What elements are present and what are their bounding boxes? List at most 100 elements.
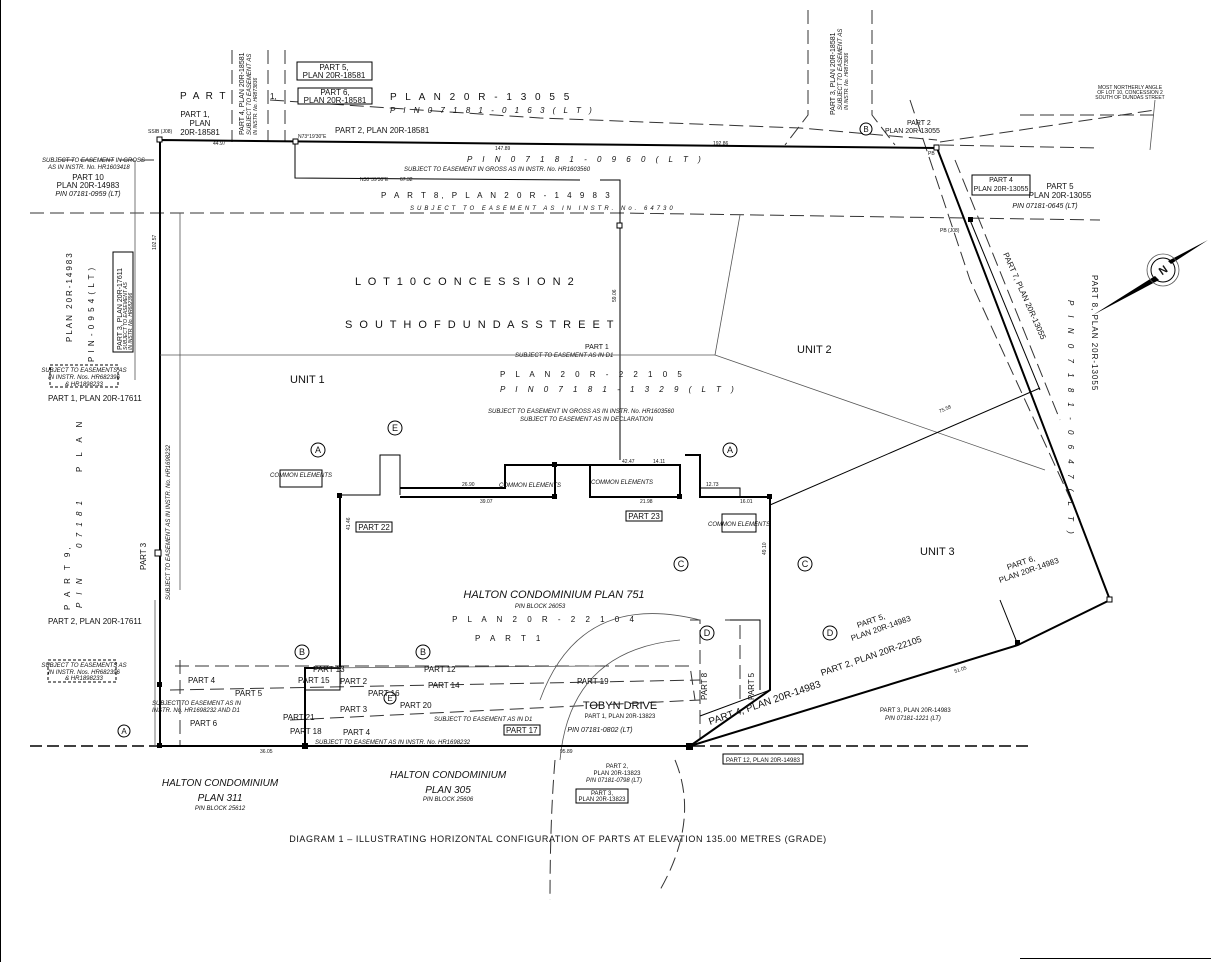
svg-text:PART 4: PART 4 xyxy=(188,676,216,685)
svg-text:SUBJECT TO EASEMENT AS I: SUBJECT TO EASEMENT AS IN INSTR. No. 647… xyxy=(410,206,676,212)
svg-text:PIN BLOCK 26053: PIN BLOCK 26053 xyxy=(515,604,566,610)
svg-text:PLAN 20R-13055: PLAN 20R-13055 xyxy=(885,128,940,135)
svg-text:PIN 07181-0959 (LT): PIN 07181-0959 (LT) xyxy=(55,191,120,198)
svg-text:PART 22: PART 22 xyxy=(358,523,390,532)
svg-text:PART 3, PLAN 20R-17611: PART 3, PLAN 20R-17611 xyxy=(117,268,124,350)
svg-text:39.07: 39.07 xyxy=(480,499,493,505)
svg-text:P I N: P I N xyxy=(75,576,84,608)
svg-text:12.73: 12.73 xyxy=(706,482,719,488)
svg-text:MOST NORTHERLY ANGLE: MOST NORTHERLY ANGLE xyxy=(1098,85,1163,91)
svg-text:INSTR. No. HR1698232 AND D1: INSTR. No. HR1698232 AND D1 xyxy=(152,708,240,714)
svg-text:PART 10: PART 10 xyxy=(72,173,104,182)
section-marker-d: D xyxy=(822,625,838,641)
svg-text:PART 13: PART 13 xyxy=(313,665,345,674)
svg-text:A: A xyxy=(727,445,733,455)
svg-text:SUBJECT TO EASEMENT AS: SUBJECT TO EASEMENT AS xyxy=(838,29,844,110)
section-marker-b: B xyxy=(294,644,310,660)
svg-text:S O U T H O F D: S O U T H O F D U N D A S S T R E E T xyxy=(345,319,615,331)
svg-text:PART 19: PART 19 xyxy=(577,677,609,686)
svg-text:PB (J08): PB (J08) xyxy=(940,228,960,234)
svg-text:COMMON ELEMENTS: COMMON ELEMENTS xyxy=(591,480,653,486)
svg-text:PART 5: PART 5 xyxy=(747,672,756,700)
svg-text:D: D xyxy=(704,628,711,638)
section-marker-c: C xyxy=(673,556,689,572)
svg-text:PART 7, PLAN 20R-13055: PART 7, PLAN 20R-13055 xyxy=(1001,251,1048,341)
svg-text:PIN BLOCK 25612: PIN BLOCK 25612 xyxy=(195,806,246,812)
svg-text:PART 3: PART 3 xyxy=(139,542,148,570)
svg-text:COMMON ELEMENTS: COMMON ELEMENTS xyxy=(270,473,332,479)
svg-text:PLAN 20R-13055: PLAN 20R-13055 xyxy=(974,186,1029,193)
svg-text:PART 21: PART 21 xyxy=(283,713,315,722)
plan-labels: P A R T PART 1, PLAN 20R-18581 PART 4, P… xyxy=(41,29,1164,844)
svg-text:PART 4: PART 4 xyxy=(343,728,371,737)
svg-text:PART 1: PART 1 xyxy=(585,344,609,351)
svg-text:PART 15: PART 15 xyxy=(298,676,330,685)
svg-text:PART 4, PLAN 20R-14983: PART 4, PLAN 20R-14983 xyxy=(707,679,822,728)
svg-text:E: E xyxy=(392,423,398,433)
svg-text:PART 18: PART 18 xyxy=(290,727,322,736)
north-arrow-icon: N xyxy=(1093,240,1208,315)
svg-text:UNIT 1: UNIT 1 xyxy=(290,374,325,386)
svg-text:PART 5: PART 5 xyxy=(235,689,263,698)
svg-text:IN INSTR. No. HR873836: IN INSTR. No. HR873836 xyxy=(253,78,259,135)
svg-text:HALTON CONDOMINIUM PLAN 751: HALTON CONDOMINIUM PLAN 751 xyxy=(463,589,644,601)
section-marker-e: E xyxy=(383,691,397,705)
svg-text:75.58: 75.58 xyxy=(938,404,952,415)
svg-text:COMMON ELEMENTS: COMMON ELEMENTS xyxy=(708,522,770,528)
svg-text:PART 12, PLAN 20R-14983: PART 12, PLAN 20R-14983 xyxy=(726,758,801,764)
svg-text:PART 3, PLAN 20R-18581: PART 3, PLAN 20R-18581 xyxy=(830,32,837,115)
svg-text:SUBJECT TO EASEMENT IN GROSS A: SUBJECT TO EASEMENT IN GROSS AS IN INSTR… xyxy=(404,167,591,173)
svg-text:PART 5: PART 5 xyxy=(1046,182,1074,191)
svg-text:PART 5,: PART 5, xyxy=(319,63,348,72)
svg-text:PIN 07181-0802 (LT): PIN 07181-0802 (LT) xyxy=(567,727,632,734)
svg-text:P A R T 8, P L A: P A R T 8, P L A N 2 0 R - 1 4 9 8 3 xyxy=(381,191,613,200)
svg-text:HALTON CONDOMINIUM: HALTON CONDOMINIUM xyxy=(162,778,279,789)
svg-text:& HR1898233: & HR1898233 xyxy=(65,676,103,682)
svg-text:PART 2,: PART 2, xyxy=(606,764,628,770)
svg-text:L O T 1 0 C O N: L O T 1 0 C O N C E S S I O N 2 xyxy=(355,276,576,288)
svg-text:41.46: 41.46 xyxy=(346,517,352,530)
svg-text:PART 3,: PART 3, xyxy=(591,791,613,797)
svg-text:P I N 0 7 1 8 1 - 0 1 6: P I N 0 7 1 8 1 - 0 1 6 3 ( L T ) xyxy=(390,106,595,115)
svg-text:IN INSTR. Nos. HR682396: IN INSTR. Nos. HR682396 xyxy=(48,375,120,381)
svg-text:PART 8, PLAN 20R-13055: PART 8, PLAN 20R-13055 xyxy=(1090,275,1099,391)
svg-text:IN INSTR. No. HR873836: IN INSTR. No. HR873836 xyxy=(844,53,850,110)
svg-text:P A R T 1: P A R T 1 xyxy=(475,634,544,643)
svg-text:PART 2, PLAN 20R-17611: PART 2, PLAN 20R-17611 xyxy=(48,617,142,626)
section-marker-b: B xyxy=(859,122,873,136)
svg-text:SUBJECT TO EASEMENT AS IN INST: SUBJECT TO EASEMENT AS IN INSTR. No. HR1… xyxy=(166,444,172,600)
svg-text:SOUTH OF DUNDAS STREET: SOUTH OF DUNDAS STREET xyxy=(1095,95,1164,101)
survey-monuments xyxy=(154,136,1113,750)
svg-text:44.97: 44.97 xyxy=(213,141,226,147)
svg-text:P L A N 2 0 R - 2 2: P L A N 2 0 R - 2 2 1 0 5 xyxy=(500,370,686,379)
svg-text:PART 8: PART 8 xyxy=(700,672,709,700)
svg-text:SUBJECT TO EASEMENT AS: SUBJECT TO EASEMENT AS xyxy=(247,54,253,135)
page-left-border xyxy=(0,0,1,962)
svg-text:PART 12: PART 12 xyxy=(424,665,456,674)
svg-text:49.10: 49.10 xyxy=(762,542,768,555)
svg-text:PART 2: PART 2 xyxy=(907,120,931,127)
svg-text:102.57: 102.57 xyxy=(152,234,158,250)
svg-text:192.86: 192.86 xyxy=(713,141,729,147)
svg-text:PART 2: PART 2 xyxy=(340,677,368,686)
section-marker-c: C xyxy=(797,556,813,572)
svg-text:PART 20: PART 20 xyxy=(400,701,432,710)
svg-text:N: N xyxy=(1157,264,1170,278)
svg-text:UNIT 2: UNIT 2 xyxy=(797,344,832,356)
svg-text:67.32: 67.32 xyxy=(400,177,413,183)
svg-text:C: C xyxy=(678,559,685,569)
svg-text:PART 4: PART 4 xyxy=(989,177,1013,184)
svg-text:PLAN 20R-13823: PLAN 20R-13823 xyxy=(593,771,641,777)
svg-text:PART 14: PART 14 xyxy=(428,681,460,690)
svg-text:PLAN 311: PLAN 311 xyxy=(198,793,243,804)
svg-text:59.06: 59.06 xyxy=(612,289,618,302)
svg-text:IN INSTR. Nos. HR682396: IN INSTR. Nos. HR682396 xyxy=(48,670,120,676)
label-boxes xyxy=(47,61,1031,804)
svg-text:PLAN 20R-14983: PLAN 20R-14983 xyxy=(57,181,120,190)
svg-text:& HR1898233: & HR1898233 xyxy=(65,382,103,388)
svg-text:D: D xyxy=(827,628,834,638)
svg-text:42.47: 42.47 xyxy=(622,459,635,465)
svg-text:PLAN 20R-18581: PLAN 20R-18581 xyxy=(304,96,367,105)
svg-text:PART 6: PART 6 xyxy=(190,719,218,728)
section-marker-a: A xyxy=(117,724,131,738)
